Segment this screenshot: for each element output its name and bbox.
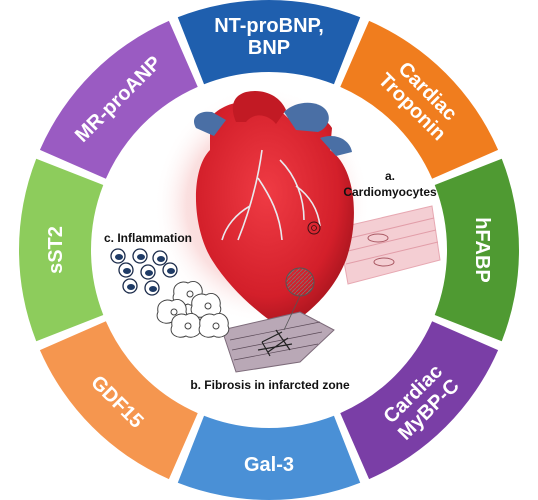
heart-illustration [193,90,354,330]
segment-cardiac-mybp-c [340,321,499,480]
segment-gal-3 [177,415,361,500]
label-fibrosis: b. Fibrosis in infarcted zone [190,378,350,392]
inflammation-cells [110,248,230,338]
segment-label-hfabp: hFABP [471,217,493,283]
pulmonary-vein [320,135,352,156]
heart-body [195,101,354,330]
label-cardiomyocytes-letter: a. [385,169,395,183]
segment-label-line: BNP [248,37,290,59]
biomarker-ring: NT-proBNP,BNPCardiacTroponinhFABPCardiac… [18,0,520,500]
macrophage-nucleus [184,322,192,330]
segment-label-nt-probnp: NT-proBNP,BNP [214,15,324,59]
vena-cava [193,111,226,136]
segment-label-line: hFABP [471,217,493,283]
segment-label-gal-3: Gal-3 [244,454,294,476]
infarct-zone-marker [285,267,315,297]
macrophage-nucleus [170,308,178,316]
segment-label-line: Gal-3 [244,454,294,476]
cardiomyocyte-marker [307,221,321,235]
immune-cell-nucleus [167,268,175,274]
segment-mr-proanp [39,20,198,179]
macrophage-nucleus [186,290,194,298]
cardiomyocyte-fibers [315,205,441,285]
macrophage [170,312,202,338]
coronary-vessels [221,149,321,241]
fibrosis-patch [221,295,335,373]
segment-gdf15 [39,321,198,480]
segment-label-sst2: sST2 [45,226,67,274]
immune-cell-nucleus [145,270,153,276]
segment-nt-probnp [177,0,361,85]
immune-cell-nucleus [149,286,157,292]
segment-sst2 [18,158,104,342]
immune-cell-nucleus [123,268,131,274]
segment-label-line: NT-proBNP, [214,15,324,37]
macrophage-nucleus [204,302,212,310]
segment-cardiac-troponin [340,20,499,179]
immune-cell-nucleus [115,254,123,260]
macrophage [198,312,230,338]
macrophage-nucleus [212,322,220,330]
aorta [232,90,286,124]
label-inflammation: c. Inflammation [104,231,192,245]
immune-cell-nucleus [137,254,145,260]
label-cardiomyocytes: Cardiomyocytes [343,185,437,199]
pulmonary-artery [284,102,329,132]
segment-label-line: sST2 [45,226,67,274]
immune-cell-nucleus [157,256,165,262]
immune-cell-nucleus [127,284,135,290]
segment-hfabp [434,158,520,342]
macrophage [190,292,222,318]
